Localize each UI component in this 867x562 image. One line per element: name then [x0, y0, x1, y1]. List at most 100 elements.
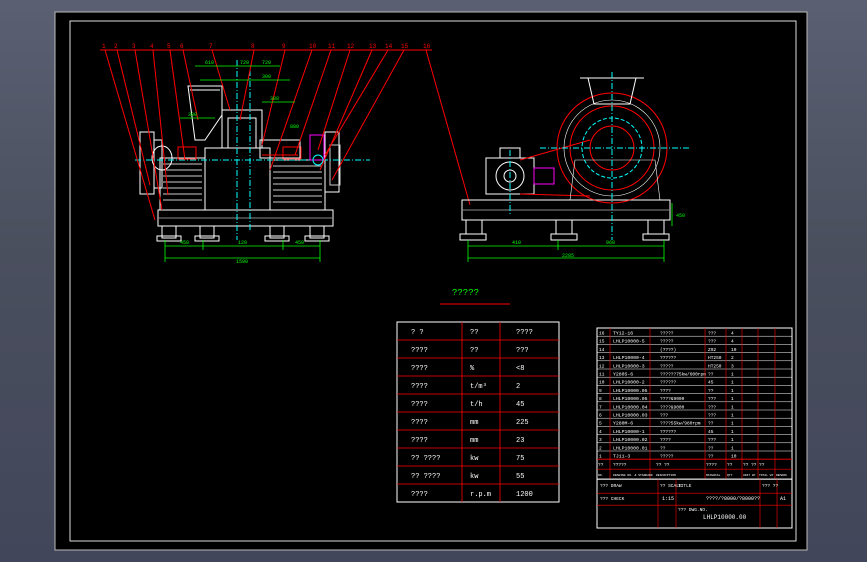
bom-material: HT250 [708, 363, 722, 369]
bom-qty: 1 [731, 380, 734, 386]
bom-qty: 1 [731, 421, 734, 427]
bom-qty: 1 [731, 404, 734, 410]
right-motor-fins [273, 165, 322, 203]
spec-unit: ?? [470, 347, 478, 355]
specs-title: ????? [452, 288, 479, 298]
bom-material: Z92 [708, 347, 716, 353]
side-view [459, 72, 690, 241]
callout-number: 7 [209, 43, 213, 50]
callout-leader [331, 49, 405, 181]
bom-header-en: UNIT WT [743, 474, 756, 477]
bom-header-en: DRAWING NO. & STANDARD [613, 474, 653, 477]
bom-drawing-no: LHLP10000-2 [613, 380, 645, 386]
bom-drawing-no: LHLP10000.01 [613, 445, 648, 451]
bom-description: ????&9000 [660, 396, 685, 402]
callout-leader [134, 49, 163, 211]
dim-top-2: 720 [240, 60, 249, 66]
bom-description: ???? [660, 388, 671, 394]
spec-param: ???? [411, 383, 428, 391]
callout-number: 16 [423, 43, 431, 50]
callout-number: 15 [401, 43, 409, 50]
bom-material: ??? [708, 404, 716, 410]
bom-qty: 1 [731, 429, 734, 435]
left-motor-fins [163, 163, 202, 201]
dim-top-4: 720 [262, 60, 271, 66]
bom-drawing-no: TJ11-3 [613, 454, 630, 460]
side-dim-2: 960 [606, 240, 615, 246]
spec-unit: t/h [470, 401, 483, 409]
spec-value: 55 [516, 473, 524, 481]
spec-unit: r.p.m [470, 491, 491, 499]
dim-bottom-3: 450 [295, 240, 304, 246]
front-view [135, 60, 370, 242]
bom-header-en: DESCRIPTION [656, 474, 676, 477]
spec-param: ???? [411, 437, 428, 445]
bom-no: 4 [599, 429, 602, 435]
bom-material: 45 [708, 429, 714, 435]
callout-number: 13 [369, 43, 377, 50]
dim-top-3: 300 [262, 74, 271, 80]
bom-qty: 2 [731, 355, 734, 361]
bom-qty: 4 [731, 339, 734, 345]
callout-number: 3 [132, 43, 136, 50]
callout-leader [116, 49, 151, 186]
bill-of-materials: 16 TY12-16???????? 4 1 5 LHLP10000-5???????? 4… [596, 327, 793, 529]
callout-leader [425, 49, 471, 206]
spec-param: ???? [411, 419, 428, 427]
spec-value: <8 [516, 365, 524, 373]
callout-number: 10 [309, 43, 317, 50]
bom-description: ????? [660, 454, 674, 460]
spec-unit: t/m³ [470, 383, 487, 391]
bom-qty: 1 [731, 445, 734, 451]
bom-description: ?? [660, 445, 666, 451]
callout-number: 12 [347, 43, 355, 50]
bom-material: ??? [708, 339, 716, 345]
bom-drawing-no: Y280S-6 [613, 372, 633, 378]
callout-number: 5 [167, 43, 171, 50]
bom-no: 9 [599, 388, 602, 394]
bom-drawing-no: TY12-16 [613, 331, 633, 337]
bom-description: ????? [660, 339, 674, 345]
tb-size: A1 [780, 496, 786, 502]
bom-no: 16 [599, 331, 605, 337]
bom-header-en: TOTAL WT [759, 474, 774, 477]
spec-param: ?? ???? [411, 455, 440, 463]
bom-drawing-no: LHLP10000-5 [613, 339, 645, 345]
bom-description: ?????? [660, 355, 677, 361]
callout-leader [319, 49, 373, 171]
bom-drawing-no: Y280M-6 [613, 421, 633, 427]
dim-overall: 1590 [236, 259, 248, 265]
tb-design: ??? DRAW [600, 483, 622, 489]
bom-material: ?? [708, 454, 714, 460]
callout-leader [317, 49, 351, 151]
spec-param: ???? [411, 347, 428, 355]
bom-description: (????) [660, 347, 676, 353]
bom-drawing-no: LHLP10000-3 [613, 363, 645, 369]
bom-no: 13 [599, 355, 605, 361]
bom-qty: 1 [731, 396, 734, 402]
bom-qty: 4 [731, 331, 734, 337]
spec-param: ? ? [411, 329, 424, 337]
bom-no: 11 [599, 372, 605, 378]
dim-inner-3: 880 [290, 124, 299, 130]
bom-no: 2 [599, 445, 602, 451]
bom-description: ????&9000 [660, 404, 685, 410]
callout-number: 6 [180, 43, 184, 50]
bom-drawing-no: LHLP10000.04 [613, 404, 648, 410]
bom-no: 5 [599, 421, 602, 427]
bom-description: ?????? [660, 380, 677, 386]
front-dimension-labels: 450 120 450 1590 610 720 300 720 380 380… [180, 60, 304, 265]
bom-material: ??? [708, 396, 716, 402]
callout-number: 8 [251, 43, 255, 50]
bom-frame [596, 327, 793, 480]
right-flywheel [324, 131, 340, 193]
spec-unit: mm [470, 419, 478, 427]
callout-number: 2 [114, 43, 118, 50]
bom-description: ????? [660, 363, 674, 369]
spec-unit: kw [470, 455, 479, 463]
bom-material: ?? [708, 421, 714, 427]
bom-qty: 3 [731, 363, 734, 369]
bom-no: 12 [599, 363, 605, 369]
